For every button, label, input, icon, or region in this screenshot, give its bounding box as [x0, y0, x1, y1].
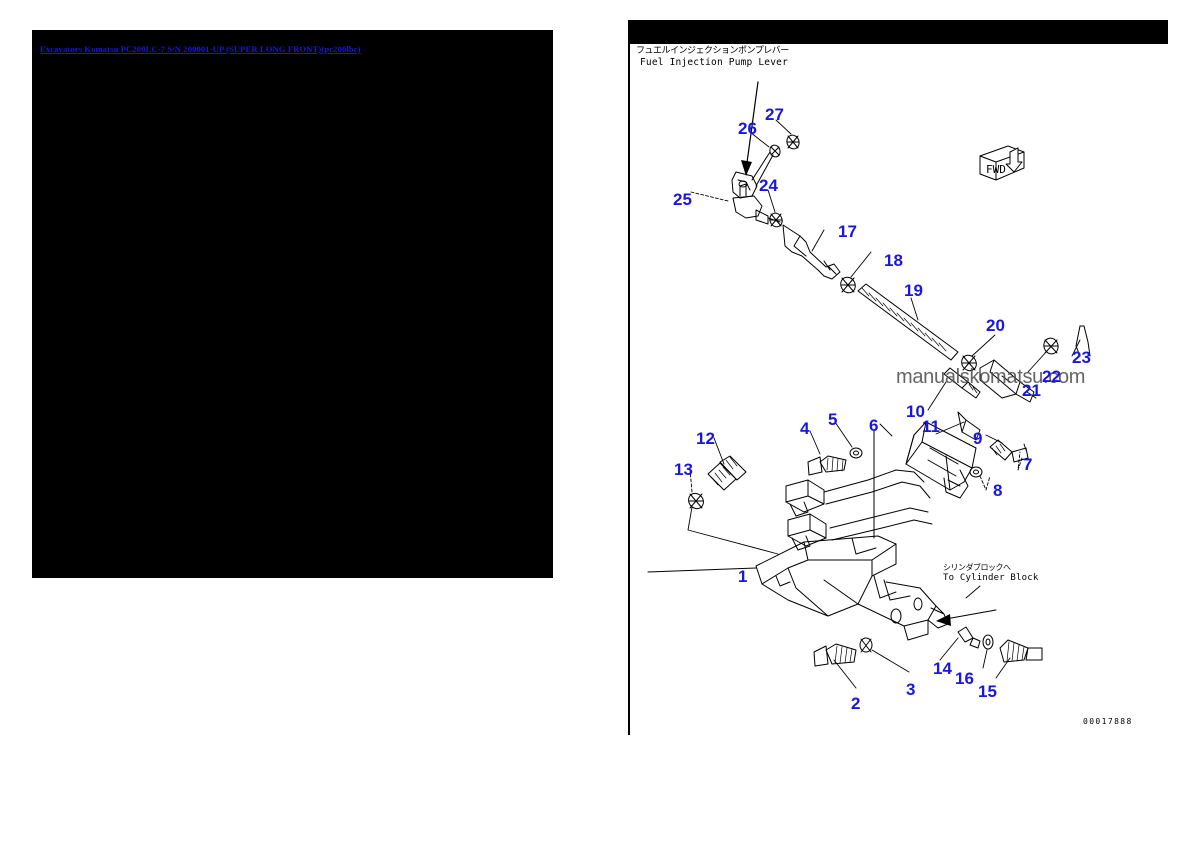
- part-callout-24[interactable]: 24: [759, 176, 778, 195]
- part-callout-18[interactable]: 18: [884, 251, 903, 270]
- diagram-title-japanese: フュエルインジェクションポンプレバー: [636, 46, 789, 56]
- part-callout-16[interactable]: 16: [955, 669, 974, 688]
- diagram-title: フュエルインジェクションポンプレバー Fuel Injection Pump L…: [636, 46, 789, 69]
- fwd-direction-icon: FWD: [979, 145, 1025, 181]
- part-callout-3[interactable]: 3: [906, 680, 916, 699]
- part-callout-19[interactable]: 19: [904, 281, 923, 300]
- parts-image-placeholder: Excavators Komatsu PC200LC-7 S/N 200001-…: [32, 30, 553, 578]
- cylinder-block-note-english: To Cylinder Block: [943, 573, 1039, 583]
- part-callout-2[interactable]: 2: [851, 694, 861, 713]
- part-callout-13[interactable]: 13: [674, 460, 693, 479]
- panel-top-bar: [630, 20, 1168, 44]
- part-callout-25[interactable]: 25: [673, 190, 692, 209]
- cylinder-block-note: シリンダブロックへ To Cylinder Block: [943, 563, 1039, 584]
- panel-left-border: [628, 20, 630, 735]
- part-callout-17[interactable]: 17: [838, 222, 857, 241]
- drawing-number: 00017888: [1083, 717, 1133, 726]
- part-callout-8[interactable]: 8: [993, 481, 1003, 500]
- part-callout-5[interactable]: 5: [828, 410, 838, 429]
- part-callout-20[interactable]: 20: [986, 316, 1005, 335]
- diagram-title-english: Fuel Injection Pump Lever: [640, 57, 788, 69]
- cylinder-block-note-japanese: シリンダブロックへ: [943, 563, 1011, 572]
- part-callout-9[interactable]: 9: [973, 429, 983, 448]
- part-callout-21[interactable]: 21: [1022, 381, 1041, 400]
- part-callout-27[interactable]: 27: [765, 105, 784, 124]
- part-callout-10[interactable]: 10: [906, 402, 925, 421]
- catalog-title-link[interactable]: Excavators Komatsu PC200LC-7 S/N 200001-…: [40, 44, 361, 54]
- part-callout-15[interactable]: 15: [978, 682, 997, 701]
- fwd-label: FWD: [986, 163, 1006, 176]
- part-callout-12[interactable]: 12: [696, 429, 715, 448]
- part-callout-23[interactable]: 23: [1072, 348, 1091, 367]
- part-callout-11[interactable]: 11: [922, 417, 940, 436]
- part-callout-22[interactable]: 22: [1042, 367, 1061, 386]
- part-callout-6[interactable]: 6: [869, 416, 879, 435]
- parts-diagram-panel: フュエルインジェクションポンプレバー Fuel Injection Pump L…: [628, 20, 1168, 735]
- part-callout-14[interactable]: 14: [933, 659, 952, 678]
- part-callout-1[interactable]: 1: [738, 567, 748, 586]
- part-callout-4[interactable]: 4: [800, 419, 810, 438]
- exploded-assembly-drawing: [647, 81, 1091, 689]
- part-callout-26[interactable]: 26: [738, 119, 757, 138]
- part-callout-7[interactable]: 7: [1023, 455, 1033, 474]
